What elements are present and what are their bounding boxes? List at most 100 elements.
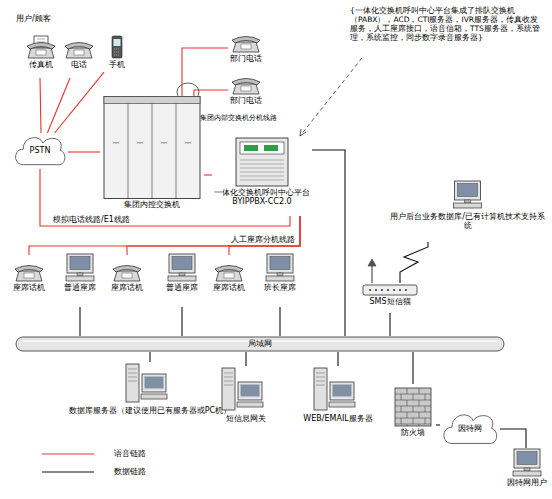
phone-outline [64, 34, 94, 60]
serverpc-part [330, 382, 354, 400]
wall-part [413, 418, 414, 424]
legend-text: 语音链路 [114, 448, 146, 459]
wall-part [395, 388, 431, 426]
fax-part [37, 39, 45, 40]
antenna-head [368, 259, 376, 266]
pc-part [458, 184, 478, 197]
wall-part [401, 418, 402, 424]
server-part [240, 160, 284, 161]
cabinet-part [185, 142, 191, 143]
phone-icon [232, 79, 260, 95]
server-part [240, 176, 284, 177]
cabinet-part [161, 142, 167, 143]
pc-part [517, 452, 537, 465]
wall-part [425, 418, 426, 424]
data-link [312, 150, 345, 336]
wall-part [413, 394, 414, 400]
link-label: 人工座席分机线路 [230, 236, 296, 245]
antenna-mast [372, 266, 373, 283]
modem-part [381, 289, 383, 291]
phone-outline [12, 255, 46, 283]
wall-part [407, 388, 408, 394]
voice-link [29, 216, 300, 255]
phone-icon [232, 37, 260, 53]
phone-part [113, 266, 141, 273]
lan-bus: 局域网 [15, 336, 505, 352]
fax-icon [27, 36, 55, 58]
serverpc-part [316, 377, 325, 378]
cabinet-part [113, 142, 119, 143]
phone-part [66, 48, 92, 58]
callout-note: {一体化交换机呼叫中心平台集成了排队交换机（PABX），ACD，CTI服务器，I… [350, 6, 546, 42]
mobile-part [114, 52, 120, 53]
serverpc-part [224, 385, 233, 386]
phone-part [233, 84, 259, 94]
wall-part [419, 424, 420, 426]
legend-line [42, 453, 94, 454]
phone-icon [215, 266, 243, 282]
wall-part [419, 412, 420, 418]
phone-outline [228, 30, 264, 54]
pc-part [277, 273, 283, 276]
phone-part [232, 79, 260, 86]
phone-part [241, 86, 251, 91]
group-label: 用户/顾客 [16, 14, 86, 24]
legend-text: 数据链路 [114, 466, 146, 477]
wall-part [413, 406, 414, 412]
wall-part [407, 412, 408, 418]
node-label: 因特网 [440, 410, 500, 448]
mobile-part [114, 49, 120, 50]
serverpc-part [142, 374, 166, 392]
serverpc-part [316, 385, 325, 386]
serverpc-part [237, 402, 263, 407]
sms-gateway: 短信息网关 [215, 366, 277, 438]
server-part [236, 138, 288, 186]
pc-part [513, 471, 541, 476]
bus-icon [16, 337, 504, 351]
pc-part [168, 276, 196, 281]
pc-part [66, 276, 94, 281]
dept-phone: 部门电话 [228, 72, 264, 108]
server-part [240, 164, 284, 165]
pc-part [172, 257, 192, 270]
voice-link [47, 78, 70, 133]
sms-modem: SMS短信猫 [360, 283, 420, 313]
node-label: 普通座席 [160, 283, 204, 292]
agent-phone: 座席话机 [212, 255, 246, 305]
server-part [244, 145, 258, 151]
server-part [240, 168, 284, 169]
node-label: WEB/EMAIL服务器 [296, 414, 380, 423]
line-note: 集团内部交换机分机线路 [200, 114, 310, 122]
phone-icon [113, 266, 141, 282]
legend-row: 语音链路 [40, 448, 146, 459]
cabinet-part [137, 142, 143, 143]
mobile-outline [104, 34, 130, 60]
phone-part [122, 273, 132, 278]
wall-outline [390, 384, 436, 428]
pc-outline [502, 448, 552, 478]
wall-part [401, 406, 402, 412]
modem-part [399, 289, 401, 291]
pc-icon [513, 449, 541, 476]
voice-link [55, 72, 104, 133]
serverpc-part [128, 377, 137, 378]
phone-part [241, 44, 251, 49]
wall-part [401, 394, 402, 400]
node-label: 部门电话 [228, 96, 264, 105]
voice-link [194, 90, 228, 96]
wall-part [425, 406, 426, 412]
modem-part [375, 289, 377, 291]
modem-outline [360, 283, 420, 297]
pc-part [169, 254, 195, 273]
legend-line-sample [40, 468, 96, 476]
node-label: PSTN [12, 133, 68, 169]
phone-part [24, 273, 34, 278]
fax-part [27, 43, 55, 50]
voice-link [68, 151, 100, 152]
mobile-device: 手机 [104, 34, 130, 78]
serverpc-part [126, 364, 139, 402]
wall-part [419, 388, 420, 394]
